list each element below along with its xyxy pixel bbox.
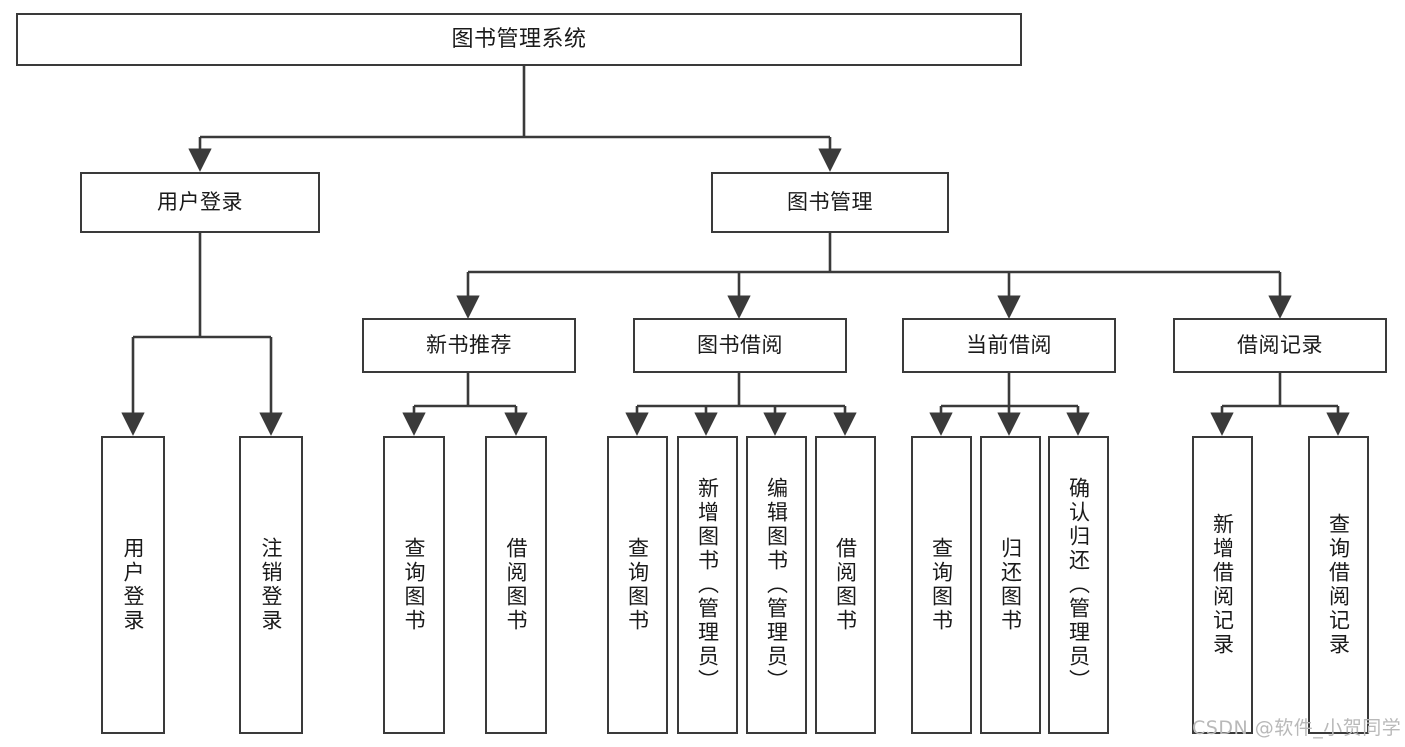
- node-label: 编辑图书（管理员）: [764, 477, 789, 693]
- leaf-query-borrow-record[interactable]: 查询借阅记录: [1308, 436, 1369, 734]
- node-user-login[interactable]: 用户登录: [80, 172, 320, 233]
- leaf-query-book-cb[interactable]: 查询图书: [911, 436, 972, 734]
- node-label: 图书管理: [787, 190, 873, 215]
- node-book-management[interactable]: 图书管理: [711, 172, 949, 233]
- leaf-query-book-bb[interactable]: 查询图书: [607, 436, 668, 734]
- node-label: 当前借阅: [966, 333, 1052, 358]
- node-current-borrow[interactable]: 当前借阅: [902, 318, 1116, 373]
- node-label: 注销登录: [259, 537, 284, 633]
- leaf-borrow-book-bb[interactable]: 借阅图书: [815, 436, 876, 734]
- leaf-query-book-nb[interactable]: 查询图书: [383, 436, 445, 734]
- node-label: 新增借阅记录: [1210, 513, 1235, 657]
- node-label: 图书借阅: [697, 333, 783, 358]
- node-label: 新书推荐: [426, 333, 512, 358]
- leaf-edit-book-admin[interactable]: 编辑图书（管理员）: [746, 436, 807, 734]
- leaf-logout[interactable]: 注销登录: [239, 436, 303, 734]
- node-label: 图书管理系统: [451, 26, 587, 52]
- node-label: 借阅图书: [833, 537, 858, 633]
- leaf-return-book[interactable]: 归还图书: [980, 436, 1041, 734]
- leaf-add-book-admin[interactable]: 新增图书（管理员）: [677, 436, 738, 734]
- node-label: 借阅记录: [1237, 333, 1323, 358]
- node-label: 归还图书: [998, 537, 1023, 633]
- node-new-book-recommend[interactable]: 新书推荐: [362, 318, 576, 373]
- node-label: 用户登录: [121, 537, 146, 633]
- leaf-user-login[interactable]: 用户登录: [101, 436, 165, 734]
- node-book-borrow[interactable]: 图书借阅: [633, 318, 847, 373]
- node-label: 查询图书: [625, 537, 650, 633]
- leaf-borrow-book-nb[interactable]: 借阅图书: [485, 436, 547, 734]
- leaf-add-borrow-record[interactable]: 新增借阅记录: [1192, 436, 1253, 734]
- leaf-confirm-return-admin[interactable]: 确认归还（管理员）: [1048, 436, 1109, 734]
- node-label: 借阅图书: [504, 537, 529, 633]
- node-label: 查询图书: [929, 537, 954, 633]
- csdn-watermark: CSDN @软件_小贺同学: [1192, 717, 1402, 739]
- node-borrow-record[interactable]: 借阅记录: [1173, 318, 1387, 373]
- node-label: 查询借阅记录: [1326, 513, 1351, 657]
- node-root-system[interactable]: 图书管理系统: [16, 13, 1022, 66]
- node-label: 用户登录: [157, 190, 243, 215]
- node-label: 查询图书: [402, 537, 427, 633]
- node-label: 确认归还（管理员）: [1066, 477, 1091, 693]
- node-label: 新增图书（管理员）: [695, 477, 720, 693]
